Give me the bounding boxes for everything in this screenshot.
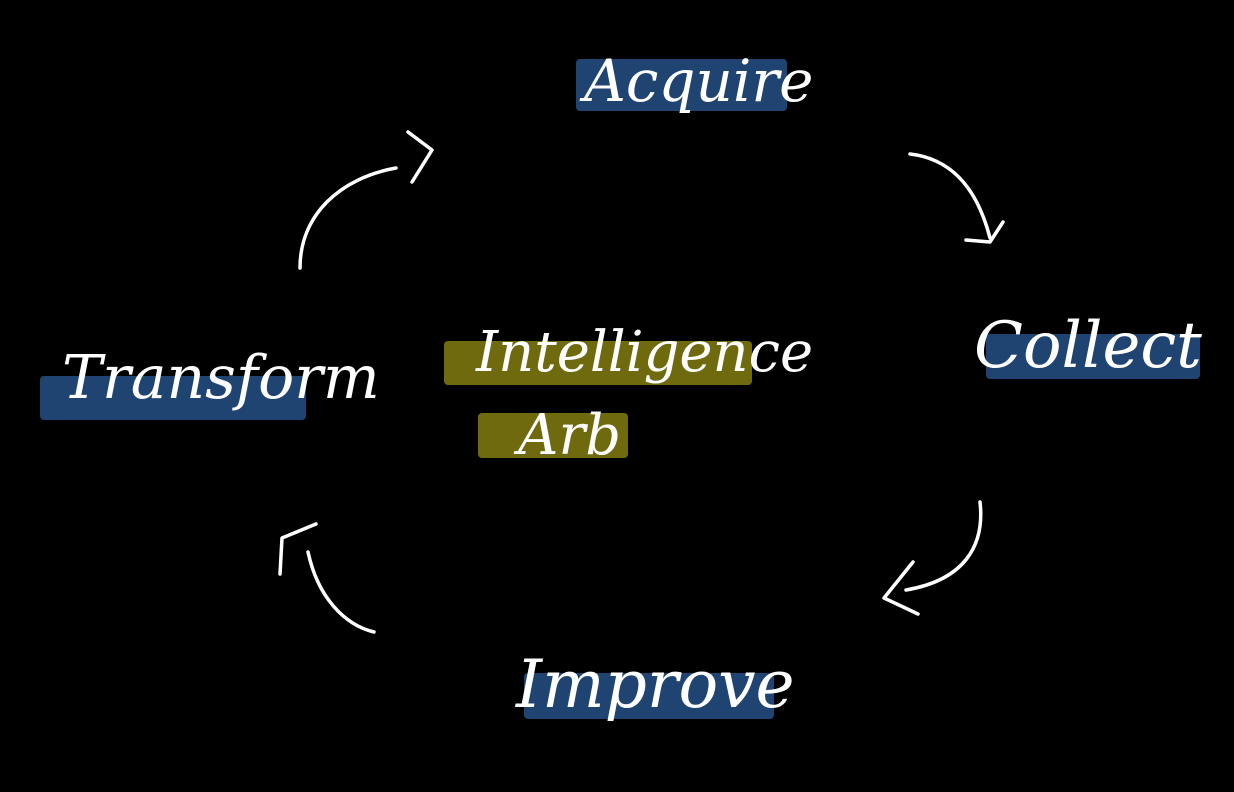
arrow-transform-to-acquire-icon [298, 130, 434, 270]
stage-label-transform: Transform [62, 343, 380, 413]
acquire-highlight [576, 59, 787, 111]
arrow-improve-to-transform-icon [278, 522, 376, 634]
center-title-line2: Arb [518, 403, 622, 468]
center-title-line1: Intelligence [476, 320, 814, 385]
improve-highlight [524, 673, 774, 719]
stage-label-collect: Collect [974, 309, 1202, 383]
arrow-collect-to-improve-icon [882, 500, 983, 616]
stage-label-improve: Improve [516, 646, 795, 723]
arrow-acquire-to-collect-icon [908, 152, 1005, 244]
collect-highlight [986, 334, 1200, 379]
transform-highlight [40, 376, 306, 420]
center-highlight-line1 [444, 341, 752, 385]
center-highlight-line2 [478, 413, 628, 458]
stage-label-acquire: Acquire [584, 47, 814, 115]
